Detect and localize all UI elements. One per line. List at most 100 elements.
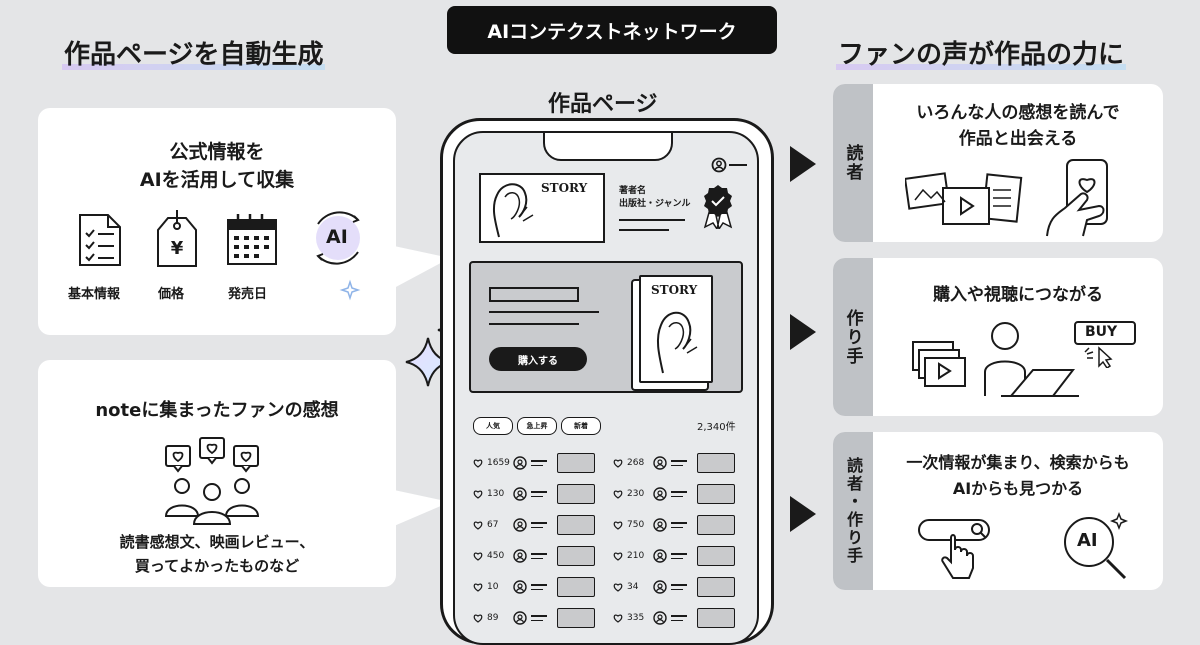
avatar-icon — [653, 518, 667, 532]
like-count: 450 — [487, 551, 505, 561]
review-row[interactable]: 1659 — [473, 453, 595, 473]
review-row[interactable]: 335 — [613, 608, 735, 628]
search-click-icon — [918, 519, 990, 579]
avatar-icon — [653, 611, 667, 625]
meta-line — [619, 219, 685, 221]
review-thumbnail — [697, 608, 735, 628]
card-tag: 読者 — [833, 84, 873, 242]
heart-icon[interactable] — [613, 583, 623, 592]
review-thumbnail — [557, 577, 595, 597]
result-count: 2,340件 — [697, 422, 736, 433]
publisher-genre: 出版社・ジャンル — [619, 199, 691, 209]
review-row[interactable]: 89 — [473, 608, 595, 628]
avatar-icon — [653, 549, 667, 563]
heart-icon[interactable] — [613, 614, 623, 623]
heart-icon[interactable] — [613, 459, 623, 468]
card-tag: 読者・作り手 — [833, 432, 873, 590]
arrow-right-icon — [790, 314, 816, 350]
buy-button[interactable]: 購入する — [489, 347, 587, 371]
right-section-title: ファンの声が作品の力に — [836, 40, 1127, 70]
heart-icon[interactable] — [613, 490, 623, 499]
heart-icon[interactable] — [473, 459, 483, 468]
heart-icon[interactable] — [473, 614, 483, 623]
like-count: 10 — [487, 582, 499, 592]
book-3d: STORY — [639, 275, 713, 383]
phone-screen: STORY 著者名 出版社・ジャンル 購入する STORY — [453, 131, 759, 645]
review-row[interactable]: 67 — [473, 515, 595, 535]
review-row[interactable]: 750 — [613, 515, 735, 535]
filter-chip-new[interactable]: 新着 — [561, 417, 601, 435]
person-laptop-icon — [984, 322, 1079, 397]
purchase-line — [489, 311, 599, 313]
card1-title-line2: AIを活用して収集 — [139, 169, 295, 191]
filter-chip-label: 新着 — [574, 422, 588, 430]
card2-title: noteに集まったファンの感想 — [95, 400, 339, 421]
like-count: 89 — [487, 613, 499, 623]
like-count: 210 — [627, 551, 645, 561]
smartphone-heart-icon — [1046, 159, 1108, 237]
avatar-icon — [513, 611, 527, 625]
avatar-icon — [513, 456, 527, 470]
avatar-icon — [653, 487, 667, 501]
heart-icon[interactable] — [473, 552, 483, 561]
heart-icon[interactable] — [613, 552, 623, 561]
verified-badge-icon — [703, 185, 733, 229]
review-row[interactable]: 268 — [613, 453, 735, 473]
purchase-title-bar — [489, 287, 579, 302]
purchase-panel: 購入する STORY — [469, 261, 743, 393]
arrow-right-icon — [790, 146, 816, 182]
woman-portrait-icon — [656, 311, 698, 374]
ai-badge-text: AI — [326, 226, 348, 248]
filter-chip-popular[interactable]: 人気 — [473, 417, 513, 435]
review-row[interactable]: 10 — [473, 577, 595, 597]
card-tag: 作り手 — [833, 258, 873, 416]
item-label-release: 発売日 — [228, 287, 268, 302]
ai-search-icon — [1064, 511, 1129, 580]
people-with-hearts-icon — [164, 437, 260, 525]
purchase-line — [489, 323, 579, 325]
review-thumbnail — [697, 577, 735, 597]
reader-card-line1: いろんな人の感想を読んで — [916, 103, 1120, 123]
meta-line — [619, 229, 669, 231]
heart-icon[interactable] — [613, 521, 623, 530]
fan-reviews-card: noteに集まったファンの感想 読書感想文、映画レビュー、 買ってよかったものな… — [38, 360, 396, 587]
avatar-icon — [653, 456, 667, 470]
document-checklist-icon — [79, 214, 121, 266]
review-row[interactable]: 34 — [613, 577, 735, 597]
ai-search-label: AI — [1077, 530, 1098, 551]
review-thumbnail — [697, 546, 735, 566]
book-cover: STORY — [479, 173, 605, 243]
like-count: 67 — [487, 520, 499, 530]
buy-button-label: 購入する — [518, 355, 558, 367]
header-badge: AIコンテクストネットワーク — [447, 6, 777, 54]
like-count: 130 — [487, 489, 505, 499]
video-stack-icon — [912, 341, 966, 387]
left-section-title: 作品ページを自動生成 — [62, 40, 326, 70]
account-icon[interactable] — [711, 157, 751, 173]
heart-icon[interactable] — [473, 490, 483, 499]
review-thumbnail — [557, 484, 595, 504]
review-thumbnail — [697, 484, 735, 504]
review-thumbnail — [557, 608, 595, 628]
card1-title-line1: 公式情報を — [169, 141, 265, 163]
item-label-basic: 基本情報 — [68, 287, 121, 302]
review-thumbnail — [557, 546, 595, 566]
review-thumbnail — [557, 453, 595, 473]
reader-card-line2: 作品と出会える — [958, 129, 1078, 149]
review-row[interactable]: 130 — [473, 484, 595, 504]
card2-desc-line1: 読書感想文、映画レビュー、 — [119, 533, 315, 551]
avatar-icon — [513, 549, 527, 563]
heart-icon[interactable] — [473, 583, 483, 592]
like-count: 268 — [627, 458, 645, 468]
review-row[interactable]: 230 — [613, 484, 735, 504]
reader-benefit-card: 読者 いろんな人の感想を読んで 作品と出会える — [833, 84, 1163, 242]
review-row[interactable]: 210 — [613, 546, 735, 566]
heart-icon[interactable] — [473, 521, 483, 530]
phone-frame: STORY 著者名 出版社・ジャンル 購入する STORY — [440, 118, 774, 645]
review-thumbnail — [697, 453, 735, 473]
filter-chip-label: 人気 — [486, 422, 500, 430]
work-page-title: 作品ページ — [548, 92, 658, 117]
avatar-icon — [513, 487, 527, 501]
filter-chip-trending[interactable]: 急上昇 — [517, 417, 557, 435]
review-row[interactable]: 450 — [473, 546, 595, 566]
